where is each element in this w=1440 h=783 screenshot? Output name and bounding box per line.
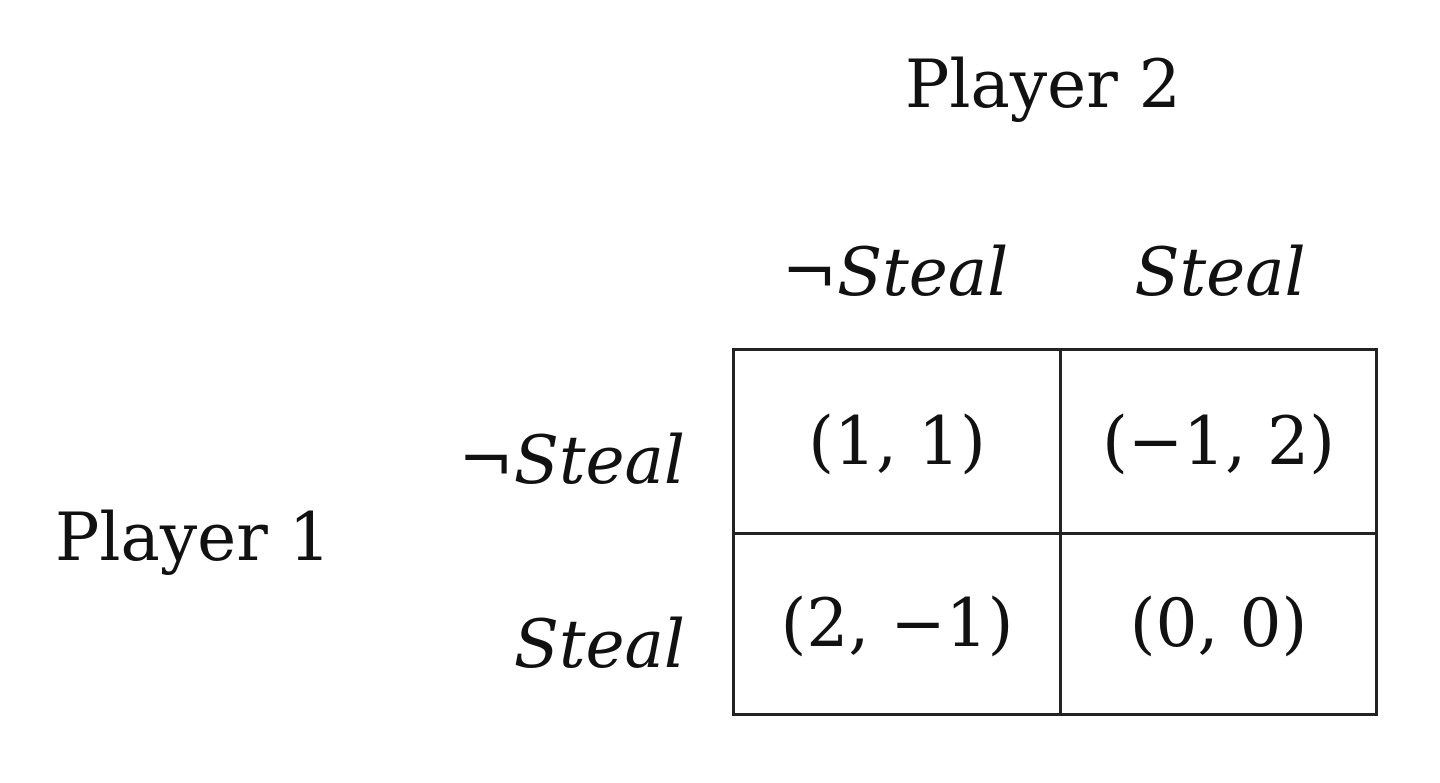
strategy-name: Steal: [1134, 234, 1306, 311]
payoff-matrix: (1, 1) (−1, 2) (2, −1) (0, 0): [732, 348, 1378, 716]
negation-symbol: ¬: [781, 234, 838, 311]
row-player-label: Player 1: [55, 499, 331, 576]
row-strategy-steal: Steal: [385, 612, 685, 678]
column-player-label: Player 2: [905, 46, 1181, 123]
payoff-cell: (0, 0): [1129, 585, 1308, 662]
payoff-cell: (2, −1): [735, 535, 1062, 713]
strategy-name: Steal: [513, 606, 685, 683]
column-strategy-steal: Steal: [1060, 240, 1380, 306]
negation-symbol: ¬: [458, 422, 514, 499]
strategy-name: Steal: [837, 234, 1009, 311]
strategy-name: Steal: [513, 422, 685, 499]
payoff-cell: (−1, 2): [1062, 351, 1375, 535]
payoff-cell: (1, 1): [735, 351, 1062, 535]
column-strategy-not-steal: ¬Steal: [730, 240, 1060, 306]
row-strategy-not-steal: ¬Steal: [385, 428, 685, 494]
